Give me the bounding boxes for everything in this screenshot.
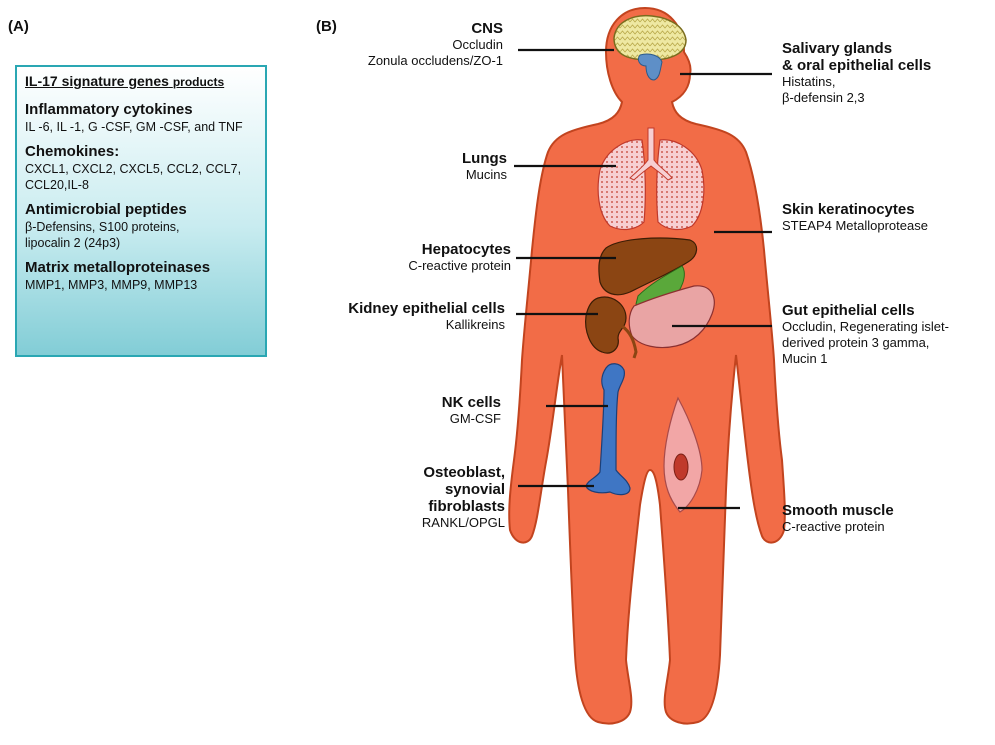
- group-title: Matrix metalloproteinases: [25, 259, 211, 276]
- cns-line-2: Zonula occludens/ZO-1: [367, 53, 503, 68]
- osteoblast-title: Osteoblast,: [423, 464, 505, 481]
- skin-label: Skin keratinocytes STEAP4 Metalloproteas…: [782, 201, 928, 234]
- smooth-muscle-title: Smooth muscle: [782, 502, 894, 519]
- body-silhouette: [508, 6, 786, 725]
- left-lung-shape: [597, 139, 646, 231]
- group-matrix-metalloproteinases: Matrix metalloproteinases MMP1, MMP3, MM…: [25, 259, 257, 293]
- brainstem-shape: [637, 53, 663, 81]
- group-title: Chemokines:: [25, 143, 120, 160]
- group-text: MMP1, MMP3, MMP9, MMP13: [25, 278, 198, 292]
- group-inflammatory-cytokines: Inflammatory cytokines IL -6, IL -1, G -…: [25, 101, 257, 135]
- osteoblast-line-1: RANKL/OPGL: [421, 515, 505, 530]
- gene-box-title-suffix: products: [172, 75, 225, 89]
- brain-shape: [613, 14, 687, 61]
- gut-label: Gut epithelial cells Occludin, Regenerat…: [782, 302, 949, 367]
- group-text: CXCL1, CXCL2, CXCL5, CCL2, CCL7,: [25, 162, 242, 176]
- group-antimicrobial-peptides: Antimicrobial peptides β-Defensins, S100…: [25, 201, 257, 251]
- femur-bone-shape: [585, 363, 631, 496]
- skin-title: Skin keratinocytes: [782, 201, 915, 218]
- liver-shape: [598, 237, 698, 296]
- salivary-title-2: & oral epithelial cells: [782, 57, 932, 74]
- gut-title: Gut epithelial cells: [782, 302, 915, 319]
- kidney-line-1: Kallikreins: [445, 317, 505, 332]
- gene-box-title-text: IL-17 signature genes: [25, 73, 169, 89]
- smooth-muscle-line-1: C-reactive protein: [782, 519, 885, 534]
- cns-label: CNS Occludin Zonula occludens/ZO-1: [368, 20, 503, 69]
- osteoblast-title-3: fibroblasts: [428, 498, 505, 515]
- smooth-muscle-label: Smooth muscle C-reactive protein: [782, 502, 894, 535]
- kidney-label: Kidney epithelial cells Kallikreins: [348, 300, 505, 333]
- salivary-line-1: Histatins,: [782, 74, 836, 89]
- group-chemokines: Chemokines: CXCL1, CXCL2, CXCL5, CCL2, C…: [25, 143, 257, 193]
- smooth-muscle-core: [673, 453, 689, 481]
- lungs-title: Lungs: [462, 150, 507, 167]
- il17-gene-box: IL-17 signature genes products Inflammat…: [15, 65, 267, 357]
- right-lung-shape: [656, 139, 705, 231]
- group-title: Inflammatory cytokines: [25, 101, 193, 118]
- osteoblast-label: Osteoblast, synovial fibroblasts RANKL/O…: [422, 464, 505, 531]
- group-text: IL -6, IL -1, G -CSF, GM -CSF, and TNF: [25, 120, 243, 134]
- cns-title: CNS: [471, 20, 503, 37]
- hepatocytes-line-1: C-reactive protein: [408, 258, 511, 273]
- group-text: lipocalin 2 (24p3): [25, 236, 121, 250]
- hepatocytes-label: Hepatocytes C-reactive protein: [408, 241, 511, 274]
- group-title: Antimicrobial peptides: [25, 201, 187, 218]
- gut-line-1: Occludin, Regenerating islet-: [782, 319, 949, 334]
- ureter-shape: [621, 324, 638, 359]
- salivary-title: Salivary glands: [782, 40, 893, 57]
- panel-b-label: (B): [316, 18, 337, 35]
- osteoblast-title-2: synovial: [444, 481, 505, 498]
- gut-shape: [628, 285, 715, 349]
- salivary-line-2: β-defensin 2,3: [782, 90, 865, 105]
- group-text: β-Defensins, S100 proteins,: [25, 220, 180, 234]
- gut-line-3: Mucin 1: [782, 351, 828, 366]
- kidney-title: Kidney epithelial cells: [348, 300, 505, 317]
- lungs-line-1: Mucins: [465, 167, 507, 182]
- nk-line-1: GM-CSF: [449, 411, 501, 426]
- salivary-label: Salivary glands & oral epithelial cells …: [782, 40, 931, 106]
- nk-title: NK cells: [441, 394, 501, 411]
- group-text: CCL20,IL-8: [25, 178, 89, 192]
- gut-line-2: derived protein 3 gamma,: [782, 335, 930, 350]
- nk-label: NK cells GM-CSF: [442, 394, 501, 427]
- hepatocytes-title: Hepatocytes: [421, 241, 511, 258]
- trachea-shape: [629, 127, 673, 181]
- connector-lines: [514, 48, 772, 510]
- lungs-label: Lungs Mucins: [462, 150, 507, 183]
- gene-box-title: IL-17 signature genes products: [25, 73, 257, 89]
- cns-line-1: Occludin: [452, 37, 503, 52]
- skin-line-1: STEAP4 Metalloprotease: [782, 218, 928, 233]
- panel-a-label: (A): [8, 18, 29, 35]
